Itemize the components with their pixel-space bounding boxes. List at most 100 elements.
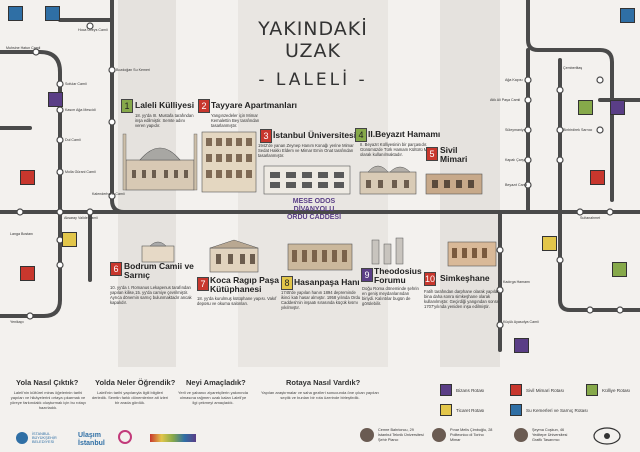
author-info: Pınar Melis Çimboğlu, 28 Politecnico di … [450,428,492,443]
station-label: Atik Ali Paşa Camii [490,98,521,102]
place-title: Hasanpaşa Hanı [294,277,360,287]
hasanpasa-han-illustration [287,243,353,271]
station-label: Binbirdirek Sarnıcı [563,128,593,132]
author-role: Şehir Plancı [378,438,399,442]
title-line-1: YAKINDAKİ UZAK [258,18,368,62]
place-title: Theodosius Forumu [374,266,422,285]
place-number-badge: 7 [197,277,209,291]
place-number-badge: 1 [121,99,133,113]
tayyare-apartments-illustration [201,131,257,193]
bodrum-mosque-illustration [141,241,175,263]
legend-label: Ticaret Rotası [456,408,485,413]
author-school: Yeditepe Üniversitesi [532,433,568,437]
place-title: Laleli Külliyesi [135,100,195,110]
place-description: II. Beyazıt Külliyesinin bir parçasıdır.… [360,142,437,157]
coin-icon [542,236,557,251]
author-info: Şeyma Coşkun, 46 Yeditepe Üniversitesi G… [532,428,567,443]
street-label-line: ORDU CADDESİ [286,214,342,221]
route-network [0,0,640,352]
station-label: Kalenderhane Camii [92,192,125,196]
place-title: Simkeşhane [440,273,490,283]
street-label-line: MESE ODOS [292,198,336,205]
place-title: Bodrum Camii ve Sarnıç [124,261,194,280]
ragip-pasa-library-illustration [209,239,259,273]
station-label: Süleymaniye [505,128,526,132]
section-heading: Neyi Amaçladık? [186,378,246,387]
place-description: 18. yy'da kurulmuş kütüphane yapısı. Vak… [197,296,277,306]
place-title: Tayyare Apartmanları [211,100,297,110]
author-school: İstanbul Teknik Üniversitesi [378,433,424,437]
house-icon [590,170,605,185]
station-label: Sultanahmet [580,216,601,220]
station-label: Muhsine Hatun Camii [6,46,41,50]
place-description: Yangınzedeler için Mimar Kemalettin Bey … [211,113,260,128]
place-number-badge: 9 [361,268,373,282]
author-name: Pınar Melis Çimboğlu, 28 [450,428,493,432]
column-icon [610,100,625,115]
station-label: Beyazıt Camii [505,183,528,187]
place-description: 1745'de yapılan hanın 1894 depreminde ik… [281,290,361,310]
place-description: Fatih tarafından darphane olarak yapılan… [424,289,500,309]
ibb-logo-text: İSTANBUL BÜYÜKŞEHİR BELEDİYESİ [32,432,57,444]
author-avatar [514,428,528,442]
ulasim-istanbul-logo: Ulaşım İstanbul [78,432,105,447]
station-label: Yenikapı [10,320,24,324]
team-logo-icon [593,427,621,445]
place-title: II.Beyazıt Hamamı [368,129,441,139]
mosque-icon [586,384,598,396]
house-icon [510,384,522,396]
author-role: Mimar [450,438,461,442]
water-drop-icon [45,6,60,21]
station-label: Hoca Üveys Camii [78,28,108,32]
author-name: Cemre Bahrioncu, 29 [378,428,414,432]
author-name: Şeyma Coşkun, 46 [532,428,565,432]
column-icon [48,92,63,107]
legend-label: Sivil Mimari Rotası [526,388,565,393]
place-number-badge: 6 [110,262,122,276]
house-icon [20,266,35,281]
house-icon [20,170,35,185]
station-label: Molla Gürani Camii [65,170,96,174]
legend-label: Bizans Rotası [456,388,485,393]
ibb-logo-icon [16,432,28,444]
place-number-badge: 4 [355,128,367,142]
station-label: Kadırga Hamamı [503,280,531,284]
station-label: Bozdoğan Su Kemeri [116,68,150,72]
water-drop-icon [8,6,23,21]
place-description: 18. yy'da III. Mustafa tarafından inşa e… [135,113,194,128]
place-title: Koca Ragıp Paşa Kütüphanesi [210,275,279,294]
station-label: Çemberlitaş [563,66,583,70]
theodosius-forum-illustration [371,237,404,265]
poster-title: YAKINDAKİ UZAK - LALELİ - [238,18,388,90]
section-text: Yerli ve yabancı ziyaretçilerin yakınınd… [178,390,248,405]
water-drop-icon [510,404,522,416]
section-text: Laleli'nin kültürel miras öğelerinin tar… [9,390,87,410]
place-number-badge: 2 [198,99,210,113]
mosque-icon [612,262,627,277]
simkeshane-illustration [447,241,497,267]
title-line-2: - LALELİ - [258,70,368,90]
section-heading: Rotaya Nasıl Vardık? [286,378,361,387]
station-label: Ağa Kapısı [505,78,523,82]
station-label: Kapalı Çarşı [505,158,525,162]
legend-label: Su Kemerleri ve Sarnıç Rotası [526,408,588,413]
section-text: Yapılan araştırmalar ve saha gezileri so… [261,390,379,400]
section-heading: Yola Nasıl Çıktık? [16,378,79,387]
water-drop-icon [620,8,635,23]
coin-icon [440,404,452,416]
place-title: Sivil Mimari [440,145,468,164]
partner-logo-icon [118,430,132,444]
partner-logo-icon [150,434,196,442]
author-avatar [432,428,446,442]
section-heading: Yolda Neler Öğrendik? [95,378,176,387]
street-label-line: DİVANYOLU [293,206,335,213]
mosque-icon [578,100,593,115]
legend-label: Külliye Rotası [602,388,631,393]
place-description: 10. yy'da I. Romanus Lekapenus tarafında… [110,285,192,305]
street-label: MESE ODOS DİVANYOLU ORDU CADDESİ [284,198,344,222]
coin-icon [62,232,77,247]
column-icon [440,384,452,396]
istanbul-university-illustration [263,165,351,195]
station-label: Sofular Camii [65,82,87,86]
